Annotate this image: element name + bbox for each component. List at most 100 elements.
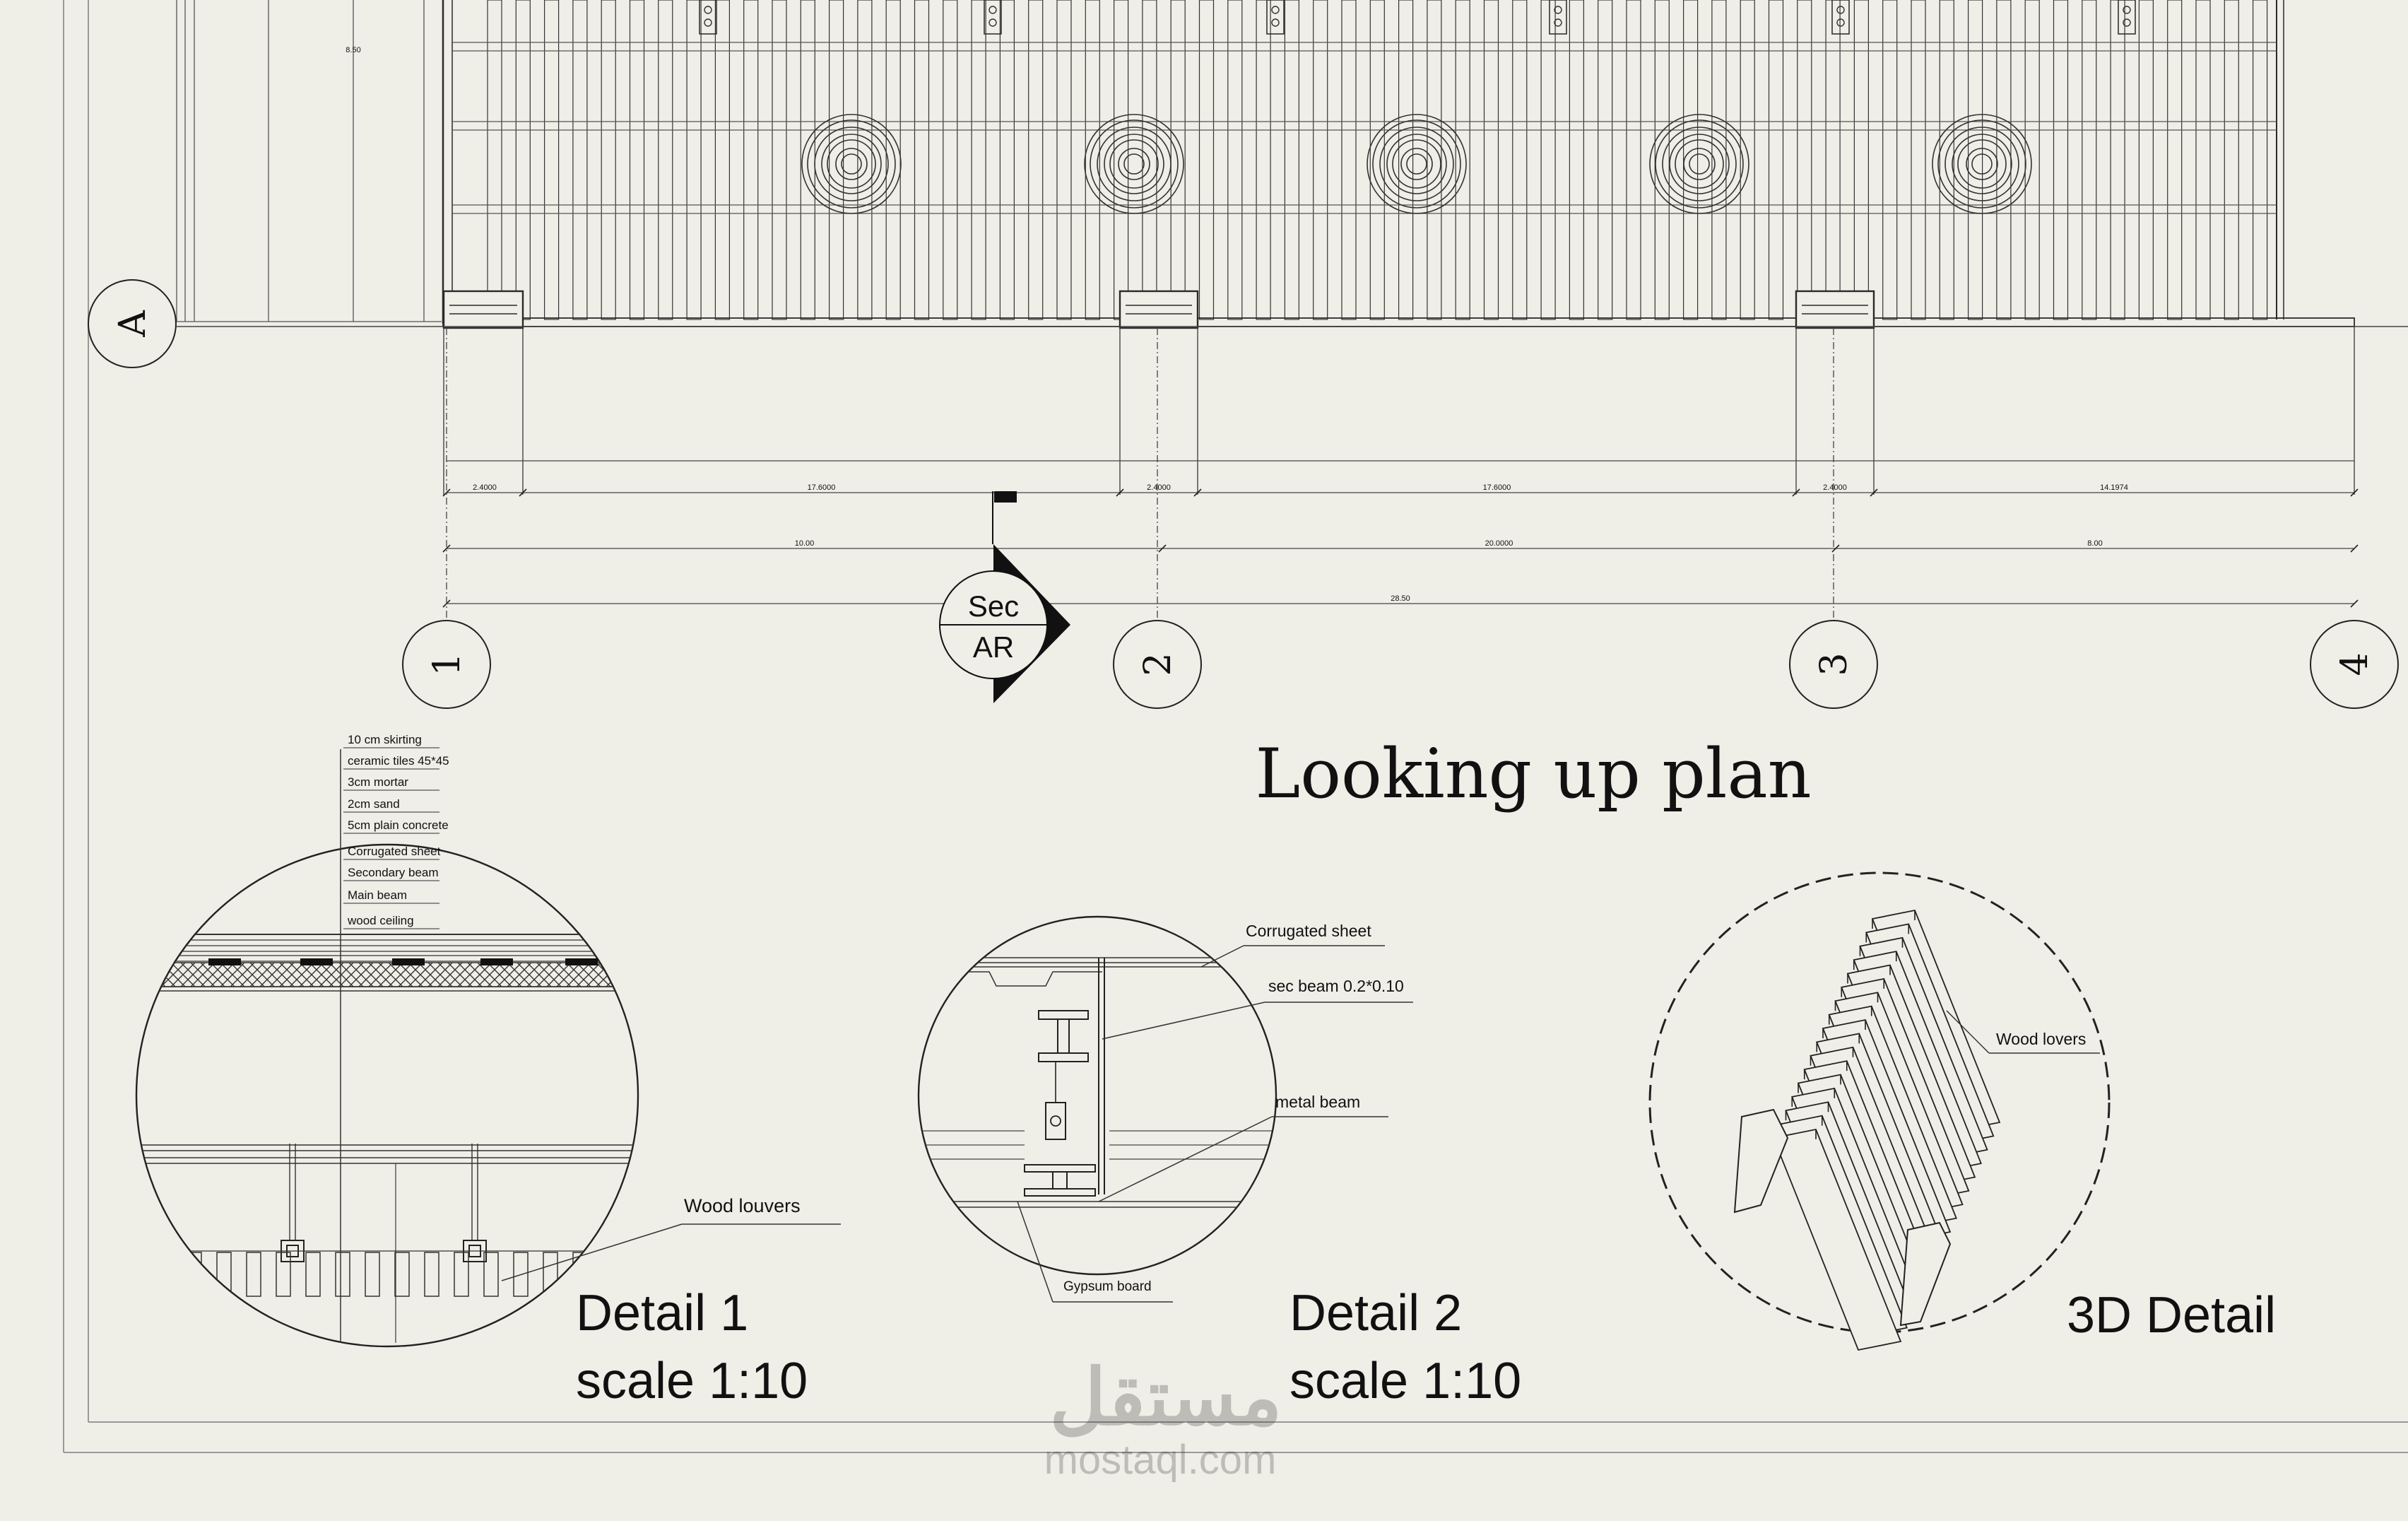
light-ring [801, 114, 902, 214]
small-fixtures [699, 0, 2136, 35]
louver-slat [394, 1252, 410, 1297]
detail-1-scale: scale 1:10 [576, 1353, 808, 1409]
grid-columns: 1 2 3 4 [402, 620, 2399, 709]
leader-line [1102, 1002, 1265, 1040]
wood-louver [1398, 0, 1414, 320]
grid-bubble-2: 2 [1113, 620, 1202, 709]
clip [1045, 1102, 1066, 1140]
fixture-dot [988, 18, 997, 27]
light-ring [1372, 119, 1461, 209]
flange [1024, 1164, 1096, 1173]
beam-lines [452, 42, 2277, 214]
dim-tick [1116, 488, 1124, 497]
light-ring [1675, 139, 1724, 189]
wood-louver [658, 0, 673, 320]
layer-label: 3cm mortar [348, 775, 408, 789]
light-ring [1104, 134, 1164, 194]
fixture-dot [704, 18, 712, 27]
flange [1038, 1010, 1089, 1020]
corrugated-blocks [208, 958, 598, 965]
dim-label: 2.4000 [1147, 483, 1171, 492]
label-leader [1946, 1010, 1990, 1054]
wood-louver [2224, 0, 2239, 320]
fixture-box [984, 0, 1002, 35]
wood-louver [2195, 0, 2211, 320]
dim-label: 20.0000 [1485, 539, 1513, 548]
fixture-box [1549, 0, 1567, 35]
detail-1-title: Detail 1 [576, 1285, 748, 1341]
light-ring [835, 148, 868, 180]
dim-label: 17.6000 [808, 483, 836, 492]
floor-layers [136, 934, 638, 992]
dim-label: 10.00 [795, 539, 815, 548]
wood-louver [2024, 0, 2040, 320]
corrugated-block [565, 958, 598, 965]
louver-slat [483, 1252, 499, 1297]
wood-louver [601, 0, 616, 320]
fixture-dot [1271, 6, 1280, 14]
light-ring [1957, 139, 2007, 189]
wood-louver [2253, 0, 2268, 320]
bolt [1050, 1115, 1061, 1127]
watermark: مستقل mostaql.com [1044, 1354, 1282, 1483]
ceiling-light [1649, 114, 1749, 214]
light-ring [1669, 134, 1730, 194]
light-ring [1118, 148, 1150, 180]
wood-louver [914, 0, 930, 320]
wood-louver [1056, 0, 1072, 320]
light-ring [1952, 134, 2012, 194]
left-strip [176, 0, 442, 322]
ceiling-light [1084, 114, 1184, 214]
detail-2-title: Detail 2 [1289, 1285, 1462, 1341]
small-fixture [1831, 0, 1850, 35]
wood-lovers-label: Wood lovers [1996, 1030, 2086, 1048]
dim-tick [442, 544, 451, 553]
ceiling-light [1367, 114, 1467, 214]
layer-label: wood ceiling [347, 914, 414, 927]
wood-louver [1483, 0, 1499, 320]
wood-louver [2053, 0, 2069, 320]
wood-louver [1683, 0, 1699, 320]
light-ring [1932, 114, 2032, 214]
wood-louver [999, 0, 1015, 320]
light-ring [1683, 148, 1716, 180]
light-ring [814, 127, 889, 201]
grid-label-4: 4 [2334, 652, 2376, 676]
leader-line [1017, 1201, 1054, 1303]
louver-slat [246, 1252, 261, 1297]
wood-louver [1512, 0, 1528, 320]
fixture-dot [988, 6, 997, 14]
wood-louver [1455, 0, 1470, 320]
fixture-dot [1836, 6, 1845, 14]
wood-louver [943, 0, 958, 320]
light-ring [1392, 139, 1441, 189]
louver-slat [276, 1252, 291, 1297]
fixture-dot [1271, 18, 1280, 27]
detail-2-label: sec beam 0.2*0.10 [1268, 977, 1404, 995]
layer-label: Secondary beam [348, 866, 439, 879]
detail-2-label: Corrugated sheet [1246, 922, 1371, 940]
top-dimension: 8.50 [346, 46, 360, 54]
grid-label-a: A [112, 310, 154, 338]
light-ring [807, 119, 896, 209]
concrete-hatch [136, 962, 638, 987]
column-box [1795, 290, 1875, 495]
wood-louver [828, 0, 844, 320]
light-ring [1655, 119, 1744, 209]
small-fixture [699, 0, 717, 35]
plan-title: Looking up plan [1255, 734, 1811, 814]
dimension-strings: 2.4000 17.6000 2.4000 17.6000 2.4000 14.… [442, 328, 2359, 621]
louver-stack-3d [1733, 909, 2001, 1351]
fixture-dot [704, 6, 712, 14]
dim-tick [2350, 544, 2359, 553]
dim-total: 28.50 [1391, 594, 1410, 603]
wood-louver [1198, 0, 1215, 320]
dim-tick [1870, 488, 1878, 497]
louver-slat [513, 1252, 529, 1297]
corrugated-profile [919, 971, 1102, 987]
light-ring [1971, 153, 1993, 175]
louver-slat [424, 1252, 439, 1297]
grid-label-3: 3 [1813, 652, 1855, 676]
flange [1038, 1052, 1089, 1062]
